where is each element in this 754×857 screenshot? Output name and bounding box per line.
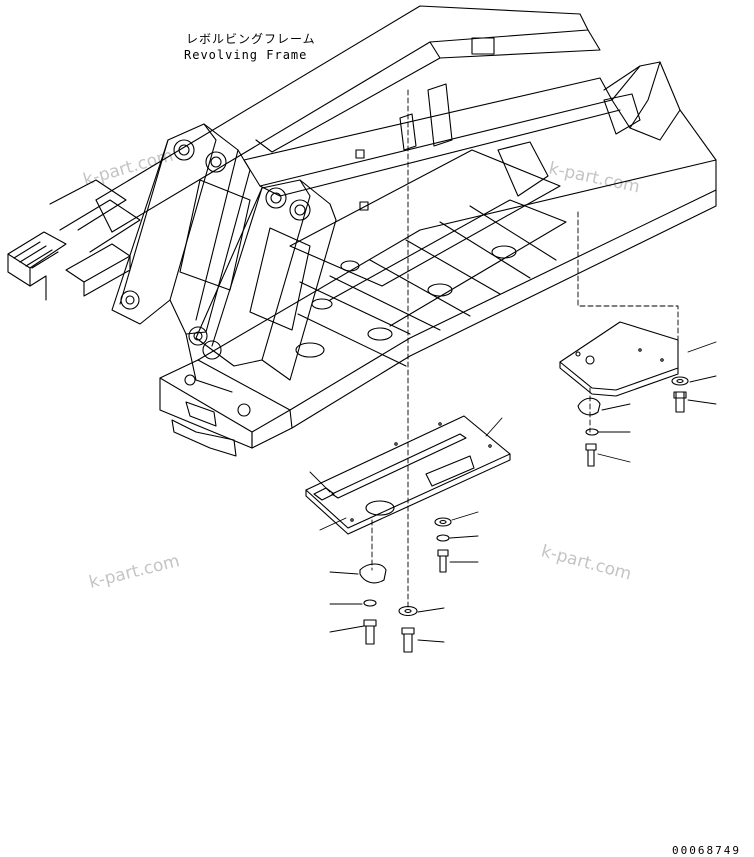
title-japanese: レボルビングフレーム bbox=[186, 32, 316, 46]
under-cover-center bbox=[305, 415, 511, 535]
under-cover-right bbox=[559, 321, 679, 397]
title-english: Revolving Frame bbox=[184, 48, 308, 62]
boom-brackets bbox=[111, 123, 337, 393]
hardware bbox=[359, 376, 689, 653]
console-brackets bbox=[355, 37, 641, 211]
drawing-number: 00068749 bbox=[672, 844, 741, 857]
callout-lines bbox=[309, 341, 717, 643]
revolving-frame bbox=[7, 5, 717, 457]
leader-lines bbox=[371, 89, 679, 609]
